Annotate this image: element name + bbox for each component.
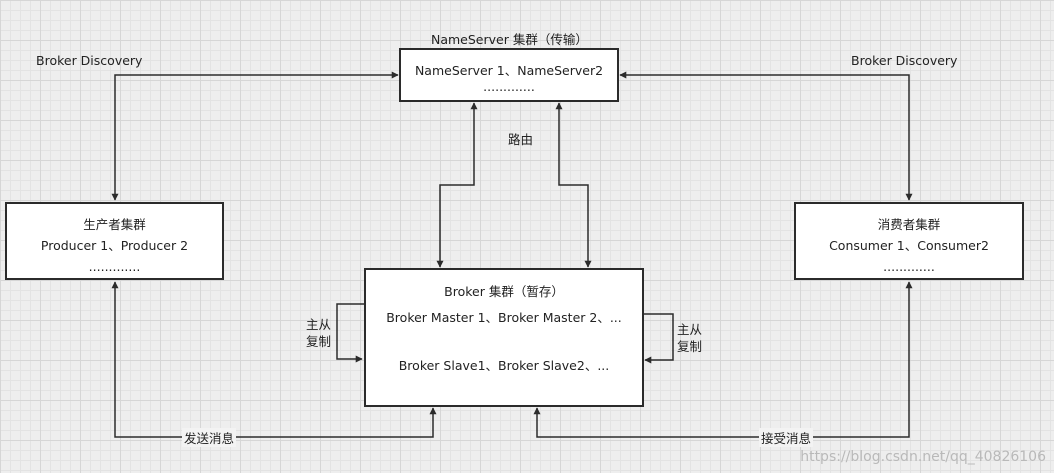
consumer-line-1: Consumer 1、Consumer2 — [829, 238, 989, 253]
nameserver-line-1: NameServer 1、NameServer2 — [414, 63, 604, 78]
consumer-title: 消费者集群 — [877, 217, 941, 232]
producer-title: 生产者集群 — [83, 217, 146, 232]
edge-receive-message — [533, 281, 913, 438]
label-replication-left: 主从 复制 — [306, 316, 331, 350]
edge-replication-right — [644, 313, 674, 364]
edge-routing-right — [555, 102, 592, 268]
edge-routing-left — [436, 102, 478, 268]
producer-line-1: Producer 1、Producer 2 — [40, 238, 189, 253]
watermark-text: https://blog.csdn.net/qq_40826106 — [800, 449, 1046, 465]
consumer-box[interactable]: 消费者集群 Consumer 1、Consumer2 ............. — [794, 202, 1024, 280]
label-send-message: 发送消息 — [182, 428, 237, 447]
label-replication-right: 主从 复制 — [677, 321, 702, 355]
producer-box[interactable]: 生产者集群 Producer 1、Producer 2 ............… — [5, 202, 224, 280]
label-replication-left-top: 主从 — [306, 317, 332, 332]
label-replication-right-bottom: 复制 — [677, 339, 703, 354]
label-receive-message: 接受消息 — [759, 428, 814, 447]
broker-slave-line: Broker Slave1、Broker Slave2、... — [398, 358, 610, 373]
producer-line-2: ............. — [88, 259, 141, 274]
edge-consumer-nameserver — [619, 71, 913, 201]
broker-box[interactable]: Broker 集群（暂存） Broker Master 1、Broker Mas… — [364, 268, 644, 407]
label-routing: 路由 — [508, 132, 534, 147]
label-replication-right-top: 主从 — [677, 322, 703, 337]
edge-replication-left — [336, 303, 364, 363]
broker-title: Broker 集群（暂存） — [444, 284, 564, 299]
consumer-line-2: ............. — [883, 259, 935, 274]
edge-producer-nameserver — [111, 71, 399, 201]
label-replication-left-bottom: 复制 — [306, 334, 332, 349]
edge-send-message — [111, 281, 437, 438]
nameserver-box[interactable]: NameServer 1、NameServer2 ............. — [399, 48, 619, 102]
label-broker-discovery-right: Broker Discovery — [851, 53, 958, 68]
nameserver-cluster-title: NameServer 集群（传输） — [431, 32, 588, 47]
nameserver-line-2: ............. — [483, 79, 535, 94]
label-broker-discovery-left: Broker Discovery — [36, 53, 143, 68]
broker-master-line: Broker Master 1、Broker Master 2、... — [386, 310, 622, 325]
